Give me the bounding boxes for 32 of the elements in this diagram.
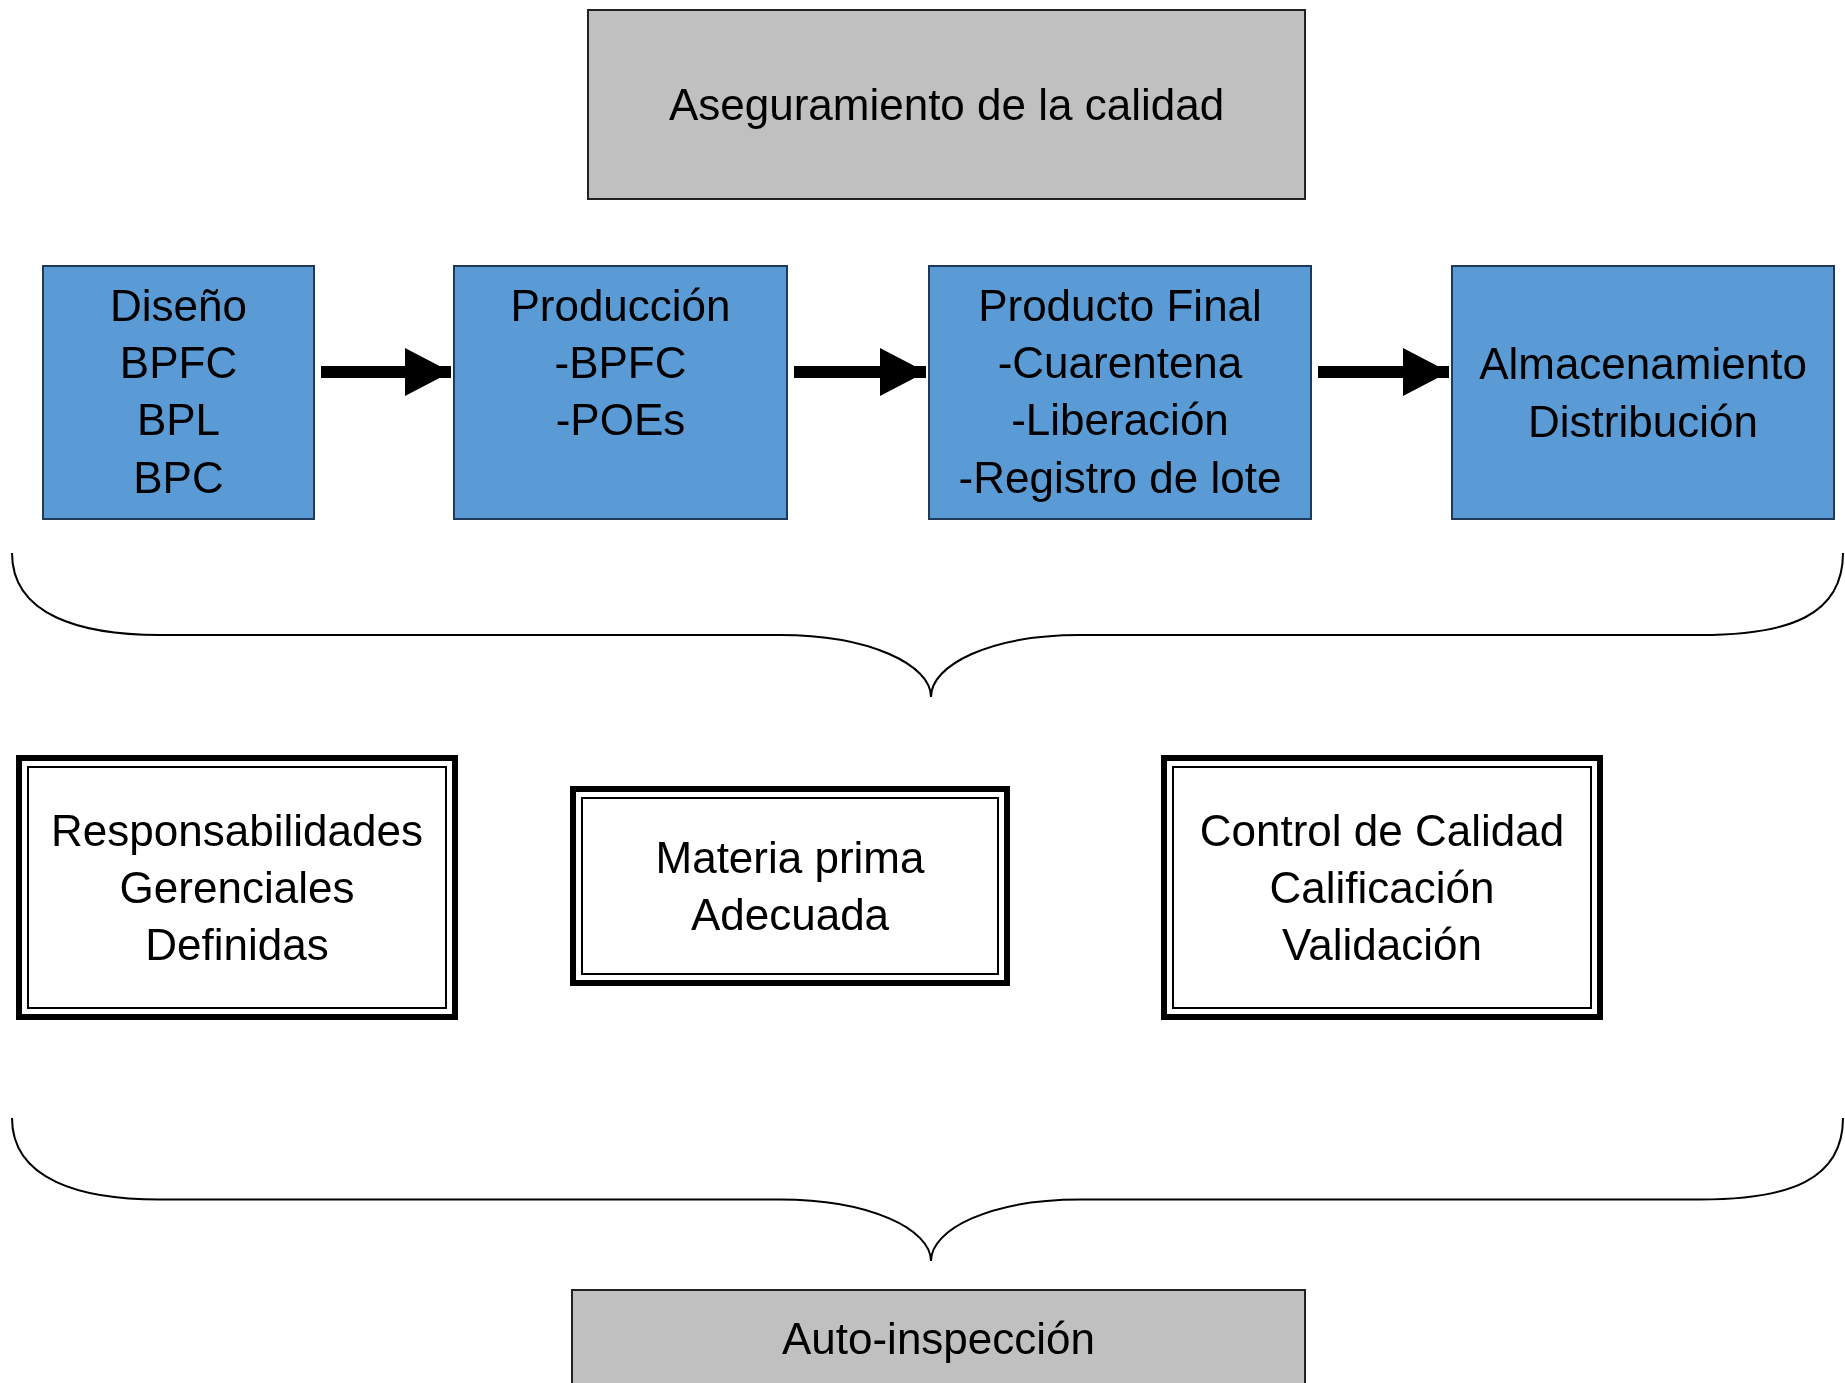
requirement-box xyxy=(1161,755,1603,1020)
process-box xyxy=(1451,265,1835,520)
box-text: Aseguramiento de la calidad xyxy=(668,78,1225,131)
box-text: Almacenamiento xyxy=(1479,338,1807,391)
arrow xyxy=(794,348,926,396)
box-text: Auto-inspección xyxy=(781,1313,1096,1366)
requirement-box xyxy=(16,755,458,1020)
box-text: -POEs xyxy=(555,394,686,447)
box-text: Producción xyxy=(510,280,731,332)
requirement-box xyxy=(570,786,1010,986)
box-text: Calificación xyxy=(1269,861,1495,914)
box-text: -BPFC xyxy=(554,337,687,390)
title-box xyxy=(571,1289,1306,1383)
box-text: Responsabilidades Gerenciales Definidas xyxy=(50,804,424,972)
title-box xyxy=(587,9,1306,200)
process-box xyxy=(42,265,315,520)
box-text: -Registro de lote xyxy=(958,451,1282,504)
box-text: BPFC xyxy=(119,337,238,390)
arrow xyxy=(1318,348,1449,396)
box-text: Distribución xyxy=(1528,395,1758,448)
box-text: Producto Final xyxy=(978,280,1262,332)
arrow xyxy=(321,348,451,396)
process-box xyxy=(928,265,1312,520)
process-box xyxy=(453,265,788,520)
box-text: Control de Calidad xyxy=(1199,804,1565,857)
box-text: BPC xyxy=(133,451,224,504)
box-text: BPL xyxy=(136,394,221,447)
box-text: Validación xyxy=(1282,919,1482,972)
box-text: -Cuarentena xyxy=(997,337,1243,390)
box-text: Materia prima Adecuada xyxy=(654,831,926,941)
box-text: Diseño xyxy=(110,280,247,332)
box-text: -Liberación xyxy=(1011,394,1229,447)
